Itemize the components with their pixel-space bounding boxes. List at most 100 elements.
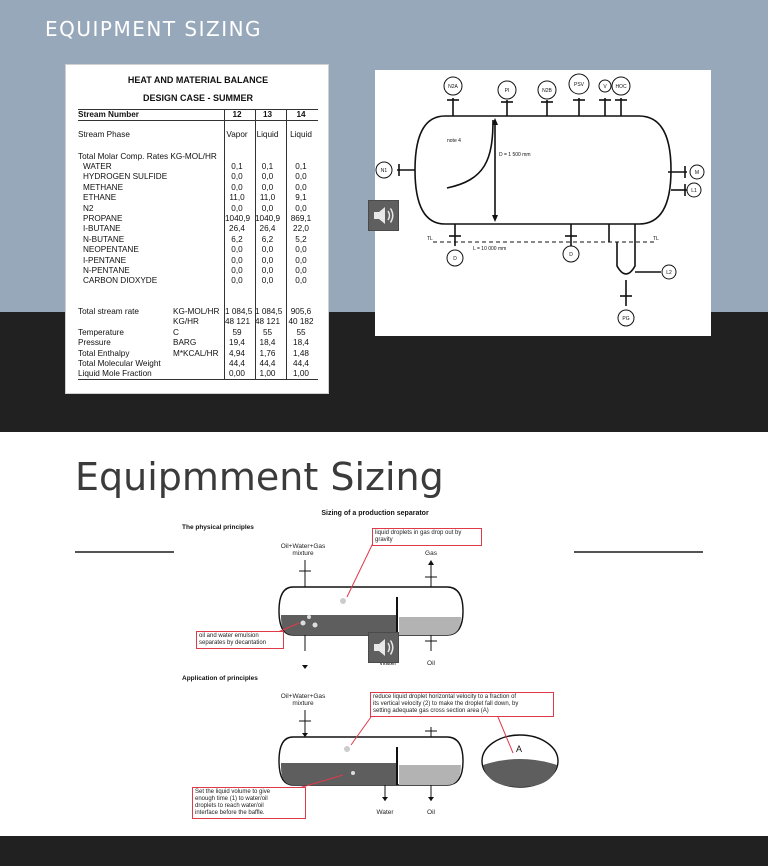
callout-decantation: oil and water emulsion separates by deca… xyxy=(196,631,284,649)
hmb-total-row-c13: 1,00 xyxy=(259,369,276,379)
hmb-component-row-c12: 0,0 xyxy=(231,245,243,255)
hmb-col-14: 14 xyxy=(296,110,306,119)
hmb-total-row-c12: 19,4 xyxy=(229,338,245,348)
hmb-component-row-c12: 1040,9 xyxy=(225,214,251,223)
hmb-total-row-label: Temperature xyxy=(78,327,124,337)
hmb-component-row-c12: 0,0 xyxy=(231,266,243,275)
hmb-total-row-label: Liquid Mole Fraction xyxy=(78,369,152,379)
inlet-label-1: Oil+Water+Gas mixture xyxy=(280,543,326,557)
hmb-component-row-label: I-PENTANE xyxy=(83,255,127,265)
gas-outlet-label: Gas xyxy=(425,550,437,557)
tangent-line-left: TL xyxy=(427,236,433,242)
slide-equipment-sizing-2: Equipmment Sizing Sizing of a production… xyxy=(0,432,768,866)
section-physical-principles: The physical principles xyxy=(182,524,254,531)
hmb-total-row-label: Total stream rate xyxy=(78,307,139,316)
water-outlet-label-1: Water xyxy=(373,660,403,667)
hmb-component-row-label: HYDROGEN SULFIDE xyxy=(83,172,168,182)
hmb-total-row-c12: 59 xyxy=(232,327,242,337)
hmb-component-row-label: N-PENTANE xyxy=(83,266,130,275)
hmb-component-row-c13: 0,0 xyxy=(261,172,274,182)
nozzle-label: PI xyxy=(505,88,510,94)
hmb-total-row-c14: 40 182 xyxy=(288,317,314,327)
vessel-length: L = 10 000 mm xyxy=(473,246,506,252)
nozzle-label: D xyxy=(453,256,457,262)
slide-heading: Equipmment Sizing xyxy=(75,455,444,499)
production-separator-diagram: Sizing of a production separator The phy… xyxy=(175,505,575,825)
hmb-component-row-c13: 0,1 xyxy=(261,162,274,171)
hmb-component-row-label: N2 xyxy=(83,203,94,213)
hmb-total-row-c14: 1,48 xyxy=(293,348,309,358)
hmb-component-row-label: ETHANE xyxy=(83,193,117,203)
hmb-component-row-label: METHANE xyxy=(83,182,124,192)
hmb-total-row-unit: C xyxy=(173,327,179,337)
hmb-total-row-c13: 18,4 xyxy=(259,338,276,348)
hmb-total-row-label: Total Molecular Weight xyxy=(78,359,161,368)
nozzle-label: HOC xyxy=(615,84,627,90)
hmb-component-row-label: WATER xyxy=(83,162,112,171)
heading-rule-left xyxy=(75,551,174,553)
hmb-component-row-label: PROPANE xyxy=(83,214,123,223)
hmb-total-row-c12: 0,00 xyxy=(229,369,245,379)
nozzle-label: PG xyxy=(622,316,629,322)
hmb-total-row-unit: KG/HR xyxy=(173,317,199,327)
hmb-component-row-c14: 5,2 xyxy=(295,234,307,244)
hmb-component-row-c14: 0,0 xyxy=(295,172,307,182)
hmb-col-divider xyxy=(286,109,287,379)
hmb-component-row-label: N-BUTANE xyxy=(83,234,125,244)
hmb-total-row-c12: 1 084,5 xyxy=(225,307,253,316)
callout-velocity: reduce liquid droplet horizontal velocit… xyxy=(370,692,554,717)
hmb-component-row-label: CARBON DIOXYDE xyxy=(83,276,158,286)
hmb-col-divider xyxy=(255,109,256,379)
hmb-phase-14: Liquid xyxy=(290,130,312,139)
hmb-component-row-label: I-BUTANE xyxy=(83,224,121,234)
inlet-label-2: Oil+Water+Gas mixture xyxy=(280,693,326,707)
hmb-component-row-c14: 0,0 xyxy=(295,245,307,255)
hmb-rule xyxy=(78,109,318,110)
nozzle-label: PSV xyxy=(574,82,585,88)
hmb-component-row-c12: 0,0 xyxy=(231,203,243,213)
hmb-rule xyxy=(78,120,318,121)
hmb-total-row-c14: 18,4 xyxy=(293,338,309,348)
hmb-stream-number-label: Stream Number xyxy=(78,110,139,119)
hmb-component-row-c12: 0,0 xyxy=(231,172,243,182)
hmb-component-row-c12: 11,0 xyxy=(229,193,245,203)
nozzle-label: L1 xyxy=(691,188,697,194)
audio-speaker-icon[interactable] xyxy=(368,632,399,663)
hmb-total-row-c13: 1,76 xyxy=(259,348,276,358)
hmb-total-row-c12: 4,94 xyxy=(229,348,245,358)
callout-liquid-volume: Set the liquid volume to give enough tim… xyxy=(192,787,306,819)
hmb-component-row-c13: 0,0 xyxy=(261,276,274,286)
hmb-component-row-c12: 26,4 xyxy=(229,224,245,234)
oil-outlet-label-1: Oil xyxy=(427,660,435,667)
slide-footer-band xyxy=(0,836,768,866)
hmb-header-row: Stream Number 12 13 14 xyxy=(78,110,318,120)
hmb-phase-label: Stream Phase xyxy=(78,130,130,139)
heat-material-balance-table: HEAT AND MATERIAL BALANCE DESIGN CASE - … xyxy=(65,64,329,394)
oil-outlet-label-2: Oil xyxy=(427,809,435,816)
hmb-component-row-c12: 0,1 xyxy=(231,162,243,171)
hmb-col-divider xyxy=(224,109,225,379)
hmb-rule xyxy=(78,379,318,380)
hmb-component-row-c14: 9,1 xyxy=(295,193,307,203)
water-outlet-label-2: Water xyxy=(376,809,394,816)
hmb-col-12: 12 xyxy=(232,110,242,119)
audio-speaker-icon[interactable] xyxy=(368,200,399,231)
hmb-component-row-c14: 0,0 xyxy=(295,182,307,192)
nozzle-label: L2 xyxy=(666,270,672,276)
hmb-rates-label: Total Molar Comp. Rates KG-MOL/HR xyxy=(78,152,217,161)
callout-gravity: liquid droplets in gas drop out by gravi… xyxy=(372,528,482,546)
hmb-phase-row: Stream Phase Vapor Liquid Liquid xyxy=(78,130,318,140)
vessel-diameter: D = 1 500 mm xyxy=(499,152,531,158)
horizontal-vessel-drawing: N2A PI N2B PSV V HOC N1 M L1 L2 D D PG n… xyxy=(375,70,711,336)
hmb-component-row-c12: 0,0 xyxy=(231,255,243,265)
